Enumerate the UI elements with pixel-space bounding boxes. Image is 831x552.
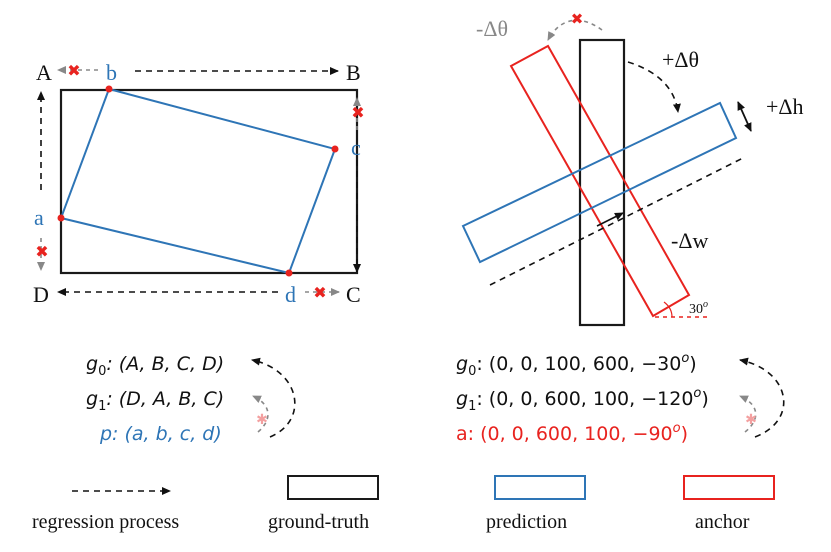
point-c: [331, 145, 339, 153]
ground-truth-box-left: [59, 88, 359, 275]
ground-truth-box-right: [578, 38, 626, 327]
curved-regression-arrow-right: [739, 357, 785, 438]
label-angle: 30o: [689, 299, 708, 317]
delta-w-arrow: [596, 212, 624, 227]
label-minus-dtheta: -Δθ: [476, 16, 508, 41]
dashed-width-line: [489, 156, 746, 286]
label-plus-dtheta: +Δθ: [662, 47, 699, 72]
blocked-arrow-b-to-A: ✖: [57, 61, 98, 80]
blocked-x-icon: ✖: [571, 10, 584, 28]
blocked-x-icon: ✖: [351, 103, 364, 122]
legend-prediction-label: prediction: [486, 511, 567, 533]
curved-blocked-arrow-right: [739, 395, 757, 433]
corner-label-C: C: [346, 282, 361, 307]
blocked-arrow-c-to-B: ✖: [351, 97, 365, 130]
anchor-box-right: [509, 44, 691, 318]
label-plus-dh: +Δh: [766, 94, 804, 119]
plus-dtheta-arrow: [627, 61, 681, 113]
corner-label-B: B: [346, 60, 361, 85]
equation-g1-left: g1: (D, A, B, C): [86, 388, 224, 414]
point-d: [285, 269, 293, 277]
equation-g1-right: g1: (0, 0, 600, 100, −120o): [456, 386, 709, 414]
equation-p-left: p: (a, b, c, d): [99, 423, 222, 445]
delta-h-arrow: [737, 101, 752, 132]
blocked-x-icon: ✱: [256, 412, 268, 428]
blocked-arrow-d-to-C: ✖: [305, 283, 340, 302]
point-a: [57, 214, 65, 222]
minus-dtheta-arrow: [547, 19, 603, 41]
blocked-x-icon: ✖: [67, 61, 80, 80]
equation-g0-left: g0: (A, B, C, D): [86, 353, 224, 379]
prediction-box-right: [461, 101, 738, 264]
blocked-x-icon: ✱: [745, 412, 757, 428]
label-minus-dw: -Δw: [671, 228, 708, 253]
point-label-d: d: [285, 282, 296, 307]
right-diagram: ✖ -Δθ +Δθ +Δh -Δw 30o: [461, 10, 804, 327]
legend-ground-truth-label: ground-truth: [268, 511, 369, 533]
equation-a-right: a: (0, 0, 600, 100, −90o): [456, 421, 688, 445]
point-label-a: a: [34, 205, 44, 230]
blocked-arrow-a-to-D: ✖: [35, 238, 49, 271]
legend-regression-label: regression process: [32, 511, 179, 533]
legend-prediction-swatch: [494, 475, 586, 500]
point-b: [105, 85, 113, 93]
curved-blocked-arrow-left: [252, 395, 269, 433]
legend-anchor-label: anchor: [695, 511, 750, 533]
angle-arc: [663, 301, 673, 318]
equation-g0-right: g0: (0, 0, 100, 600, −30o): [456, 351, 697, 379]
point-label-c: c: [351, 135, 361, 160]
prediction-quad-left: [59, 87, 337, 275]
curved-regression-arrow-left: [251, 357, 296, 438]
legend: regression process ground-truth predicti…: [32, 475, 775, 533]
right-equations: g0: (0, 0, 100, 600, −30o) g1: (0, 0, 60…: [456, 351, 785, 445]
legend-ground-truth-swatch: [287, 475, 379, 500]
corner-label-A: A: [36, 60, 52, 85]
left-equations: g0: (A, B, C, D) g1: (D, A, B, C) p: (a,…: [86, 353, 296, 445]
legend-anchor-swatch: [683, 475, 775, 500]
blocked-x-icon: ✖: [35, 242, 48, 261]
point-label-b: b: [106, 60, 117, 85]
corner-label-D: D: [33, 282, 49, 307]
left-diagram: A B C D b c d a ✖ ✖ ✖ ✖: [33, 60, 365, 307]
blocked-x-icon: ✖: [313, 283, 326, 302]
